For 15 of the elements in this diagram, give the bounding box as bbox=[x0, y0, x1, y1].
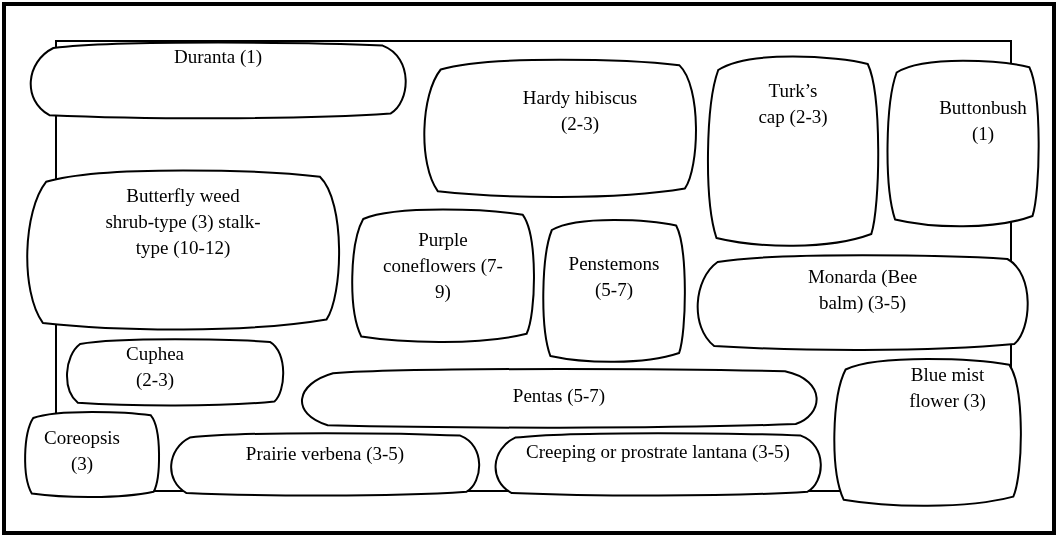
plant-label: Prairie verbena (3-5) bbox=[244, 442, 406, 466]
plant-label: Creeping or prostrate lantana (3-5) bbox=[525, 440, 791, 464]
plant-label: Purple coneflowers (7-9) bbox=[382, 228, 504, 304]
plant-label: Turk’s cap (2-3) bbox=[758, 79, 828, 129]
plant-label: Blue mist flower (3) bbox=[908, 363, 987, 413]
plant-label: Coreopsis (3) bbox=[43, 426, 121, 476]
plant-label: Pentas (5-7) bbox=[511, 384, 607, 408]
plant-label: Duranta (1) bbox=[172, 45, 264, 69]
plant-label: Butterfly weed shrub-type (3) stalk-type (10-12) bbox=[104, 184, 262, 260]
planting-area bbox=[22, 409, 162, 499]
plant-label: Penstemons (5-7) bbox=[567, 252, 661, 302]
plant-label: Cuphea (2-3) bbox=[124, 342, 185, 392]
plant-label: Buttonbush (1) bbox=[938, 96, 1028, 146]
plant-label: Hardy hibiscus (2-3) bbox=[521, 86, 639, 136]
plant-label: Monarda (Bee balm) (3-5) bbox=[806, 265, 919, 315]
